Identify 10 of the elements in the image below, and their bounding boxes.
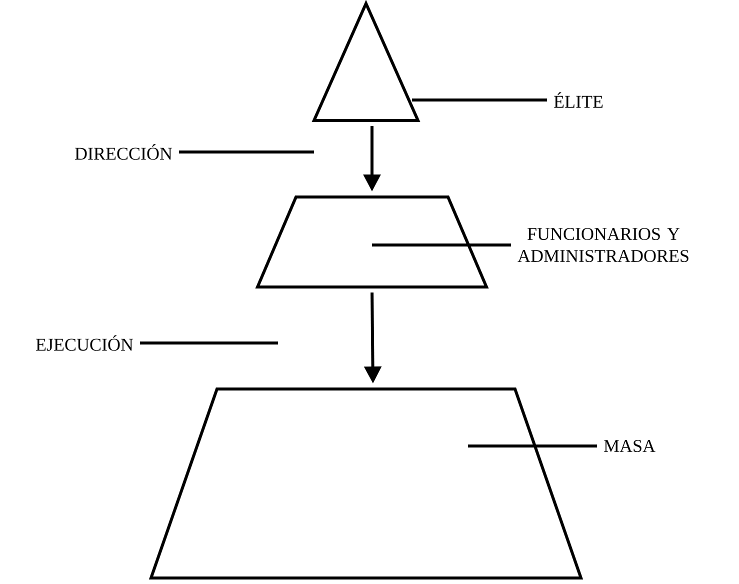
leader-line — [468, 444, 597, 448]
leader-line — [412, 98, 547, 102]
leader-line — [179, 150, 314, 154]
label-text: MASA — [604, 440, 656, 452]
label-text: DIRECCIÓN — [75, 144, 172, 160]
label-text: EJECUCIÓN — [36, 335, 134, 351]
leader-line — [140, 342, 278, 344]
leader-line — [372, 244, 511, 246]
label-text: FUNCIONARIOS Y ADMINISTRADORES — [518, 228, 688, 262]
label-text: ÉLITE — [554, 92, 603, 108]
